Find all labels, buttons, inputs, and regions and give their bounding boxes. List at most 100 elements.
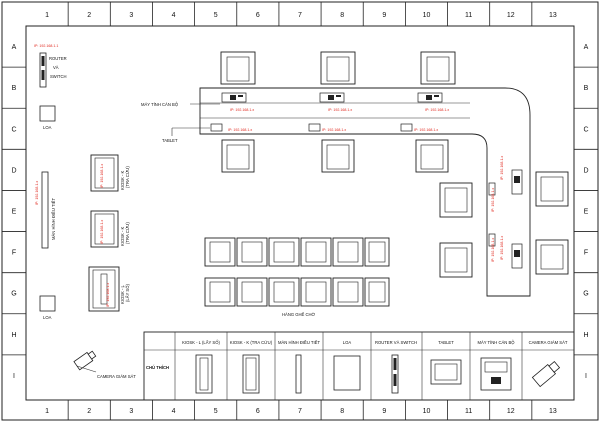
grid-col-top-4: 4 <box>172 12 176 19</box>
grid-col-bottom-11: 11 <box>465 408 472 415</box>
display-label: MÀN HÌNH ĐIỀU TIẾT <box>51 198 56 240</box>
grid-row-left-D: D <box>11 167 16 174</box>
grid-col-bottom-9: 9 <box>382 408 386 415</box>
desk-2-ip: IP: 192.168.1.x <box>328 108 352 112</box>
router-switch: IP: 192.168.1.1 ROUTER VÀ SWITCH <box>34 44 67 88</box>
kiosk-k-1-label-1: KIOSK - K <box>120 170 125 190</box>
legend-col-4: LOA <box>343 340 352 345</box>
grid-col-top-12: 12 <box>507 12 515 19</box>
grid-row-right-G: G <box>583 291 588 298</box>
tablet-5-ip: IP: 192.168.1.x <box>491 238 495 262</box>
waiting-chairs-row-1 <box>204 237 390 267</box>
speaker-bottom: LOA <box>39 295 56 320</box>
grid-col-top-6: 6 <box>256 12 260 19</box>
staff-counter <box>199 87 531 297</box>
staff-chairs-top <box>220 51 456 85</box>
grid-row-left-H: H <box>11 332 16 339</box>
right-chairs <box>439 171 569 278</box>
tablets <box>210 123 413 132</box>
grid-col-bottom-1: 1 <box>45 408 49 415</box>
kiosk-k-2: IP: 192.168.1.x KIOSK - K (TRA CỨU) <box>90 210 130 248</box>
grid-col-bottom-2: 2 <box>87 408 91 415</box>
legend-col-1: KIOSK - L (LẤY SỐ) <box>182 340 220 345</box>
kiosk-k-1-label-2: (TRA CỨU) <box>125 166 130 188</box>
grid-col-top-7: 7 <box>298 12 302 19</box>
display-ip: IP: 192.168.1.x <box>35 181 39 205</box>
kiosk-l: IP: 192.168.1.x KIOSK - L (LẤY SỐ) <box>88 266 130 312</box>
grid-col-bottom-4: 4 <box>172 408 176 415</box>
grid-col-top-10: 10 <box>423 12 431 19</box>
grid-col-bottom-12: 12 <box>507 408 515 415</box>
legend-col-6: TABLET <box>438 340 454 345</box>
legend-col-2: KIOSK - K (TRA CỨU) <box>230 340 273 345</box>
waiting-chairs-label: HÀNG GHẾ CHỜ <box>282 312 316 317</box>
grid-row-right-I: I <box>585 373 587 380</box>
desk-4-ip: IP: 192.168.1.x <box>500 156 504 180</box>
grid-col-bottom-13: 13 <box>549 408 557 415</box>
staff-pc-label: MÁY TÍNH CÁN BỘ <box>141 102 179 107</box>
display-screen: IP: 192.168.1.x MÀN HÌNH ĐIỀU TIẾT <box>35 171 56 249</box>
grid-col-bottom-8: 8 <box>340 408 344 415</box>
grid-row-right-C: C <box>583 126 588 133</box>
grid-col-bottom-10: 10 <box>423 408 431 415</box>
grid-row-left-A: A <box>12 44 17 51</box>
grid-col-bottom-5: 5 <box>214 408 218 415</box>
tablet-3-ip: IP: 192.168.1.x <box>414 128 438 132</box>
speaker-bottom-label: LOA <box>43 315 52 320</box>
tablet-1-ip: IP: 192.168.1.x <box>228 128 252 132</box>
grid-col-top-13: 13 <box>549 12 557 19</box>
grid-row-left-C: C <box>11 126 16 133</box>
camera-room: CAMERA GIÁM SÁT <box>73 350 136 379</box>
kiosk-k-2-ip: IP: 192.168.1.x <box>100 220 104 244</box>
grid-row-right-A: A <box>584 44 589 51</box>
grid-row-right-F: F <box>584 250 588 257</box>
tablet-4-ip: IP: 192.168.1.x <box>491 188 495 212</box>
legend-col-8: CAMERA GIÁM SÁT <box>529 340 568 345</box>
kiosk-k-1-ip: IP: 192.168.1.x <box>100 164 104 188</box>
grid-col-top-11: 11 <box>465 12 472 19</box>
kiosk-l-label-2: (LẤY SỐ) <box>125 284 130 302</box>
grid-col-top-5: 5 <box>214 12 218 19</box>
legend-title: CHÚ THÍCH <box>146 365 169 370</box>
tablet-label: TABLET <box>162 138 178 143</box>
router-label-1: ROUTER <box>49 56 67 61</box>
client-chairs-front <box>221 139 449 173</box>
grid-row-left-I: I <box>13 373 15 380</box>
speaker-top-label: LOA <box>43 125 52 130</box>
right-wing-devices: IP: 192.168.1.x IP: 192.168.1.x IP: 192.… <box>488 156 523 269</box>
grid-row-right-D: D <box>583 167 588 174</box>
grid-row-right-E: E <box>584 209 589 216</box>
legend: CHÚ THÍCH KIOSK - L (LẤY SỐ) KIOSK - K (… <box>143 331 575 401</box>
grid-row-left-E: E <box>12 209 17 216</box>
grid-col-bottom-7: 7 <box>298 408 302 415</box>
grid-col-top-2: 2 <box>87 12 91 19</box>
speaker-top: LOA <box>39 105 56 130</box>
desk-5-ip: IP: 192.168.1.x <box>500 236 504 260</box>
grid-col-top-3: 3 <box>129 12 133 19</box>
grid-col-bottom-3: 3 <box>129 408 133 415</box>
grid-row-right-B: B <box>584 85 589 92</box>
grid-col-top-1: 1 <box>45 12 49 19</box>
kiosk-k-1: IP: 192.168.1.x KIOSK - K (TRA CỨU) <box>90 154 130 192</box>
waiting-chairs-row-2 <box>204 277 390 307</box>
staff-pc-3 <box>417 92 443 103</box>
grid-col-bottom-6: 6 <box>256 408 260 415</box>
tablet-2-ip: IP: 192.168.1.x <box>322 128 346 132</box>
desk-1-ip: IP: 192.168.1.x <box>230 108 254 112</box>
kiosk-l-ip: IP: 192.168.1.x <box>106 283 110 307</box>
router-label-2: VÀ <box>53 65 59 70</box>
staff-pc-2 <box>319 92 345 103</box>
grid-row-left-G: G <box>11 291 16 298</box>
grid-row-right-H: H <box>583 332 588 339</box>
camera-room-label: CAMERA GIÁM SÁT <box>97 374 136 379</box>
legend-col-3: MÀN HÌNH ĐIỀU TIẾT <box>278 340 320 345</box>
router-label-3: SWITCH <box>50 74 67 79</box>
grid-col-top-8: 8 <box>340 12 344 19</box>
desk-3-ip: IP: 192.168.1.x <box>425 108 449 112</box>
kiosk-k-2-label-2: (TRA CỨU) <box>125 222 130 244</box>
staff-pc-1 <box>221 92 247 103</box>
grid-row-left-F: F <box>12 250 16 257</box>
